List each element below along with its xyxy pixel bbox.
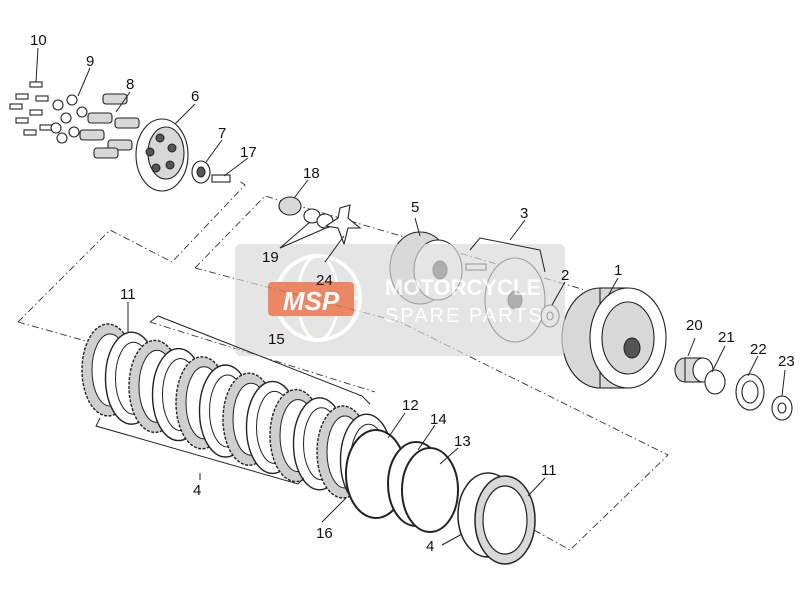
callout-20: 20 (686, 317, 703, 334)
callout-19: 19 (262, 249, 279, 266)
callout-11-top: 11 (120, 286, 136, 303)
callout-11-bottom: 11 (541, 462, 557, 479)
callout-5: 5 (411, 199, 419, 216)
callout-labels: 10 9 8 6 7 17 18 19 24 5 3 2 1 20 21 22 … (30, 32, 795, 555)
callout-14: 14 (430, 411, 447, 428)
callout-6: 6 (191, 88, 199, 105)
watermark-logo: MSP (283, 286, 340, 316)
callout-15: 15 (268, 331, 285, 348)
callout-4-left: 4 (193, 482, 201, 499)
callout-7: 7 (218, 125, 226, 142)
o-rings (345, 429, 459, 533)
callout-24: 24 (316, 272, 333, 289)
pressure-plate (135, 118, 189, 192)
callout-21: 21 (718, 329, 735, 346)
clutch-disc-stack (81, 323, 394, 507)
callout-17: 17 (240, 144, 257, 161)
bolt-set (9, 81, 53, 136)
callout-4-bottom: 4 (426, 538, 434, 555)
callout-12: 12 (402, 397, 419, 414)
callout-23: 23 (778, 353, 795, 370)
callout-22: 22 (750, 341, 767, 358)
hub-nut-group (278, 196, 362, 246)
watermark-line1: MOTORCYCLE (385, 275, 541, 300)
callout-9: 9 (86, 53, 94, 70)
watermark-line2: SPARE PARTS (385, 305, 544, 327)
callout-18: 18 (303, 165, 320, 182)
rear-small-parts (674, 357, 793, 421)
clutch-housing (561, 287, 667, 389)
bearing-and-pin (191, 160, 231, 184)
callout-1: 1 (614, 262, 622, 279)
callout-2: 2 (561, 267, 569, 284)
washer-set (50, 94, 88, 144)
watermark: MSP MOTORCYCLE SPARE PARTS (235, 244, 565, 356)
callout-13: 13 (454, 433, 471, 450)
callout-16: 16 (316, 525, 333, 542)
callout-3: 3 (520, 205, 528, 222)
spring-set (79, 93, 140, 159)
leader-lines (35, 47, 786, 546)
callout-10: 10 (30, 32, 47, 49)
callout-8: 8 (126, 76, 134, 93)
bottom-disc-pair (457, 472, 536, 565)
